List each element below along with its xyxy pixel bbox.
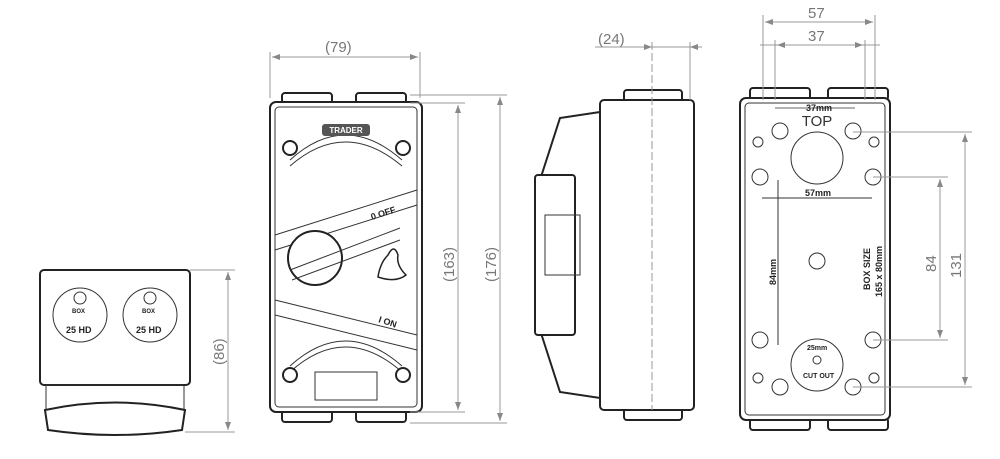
dim-back-outer-height: 131 [948,253,965,278]
top-label: TOP [802,113,833,130]
gland-label: 25 HD [136,325,162,335]
dim-front-width: (79) [325,39,352,56]
height-label: 84mm [768,259,778,285]
dim-back-inner-height: 84 [923,255,940,272]
cutout-size: 25mm [807,345,827,352]
box-size-label: BOX SIZE [862,248,872,290]
gland-label-top: BOX [72,309,85,315]
bottom-view: BOX BOX 25 HD 25 HD (86) [39,269,235,436]
dim-front-outer-height: (176) [483,247,500,282]
brand-logo: TRADER [329,126,363,135]
dim-side-depth: (24) [598,31,625,48]
front-view: TRADER 0 OFF I ON (79) (163) (176) [269,39,507,424]
gland-label: 25 HD [66,325,92,335]
dim-back-inner-width: 37 [808,28,825,45]
mid-width-label: 57mm [805,188,831,198]
side-view: (24) [534,31,702,421]
top-width-label: 37mm [806,103,832,113]
dim-back-outer-width: 57 [808,5,825,22]
box-size-value: 165 x 80mm [874,246,884,297]
hand-icon [377,248,408,281]
dim-front-inner-height: (163) [441,247,458,282]
cutout-label: CUT OUT [803,373,835,380]
gland-label-top: BOX [142,309,155,315]
back-view: 37mm TOP 57mm 84mm BOX SIZE 165 x 80mm 2… [739,5,972,431]
dim-bottom-height: (86) [211,338,228,365]
